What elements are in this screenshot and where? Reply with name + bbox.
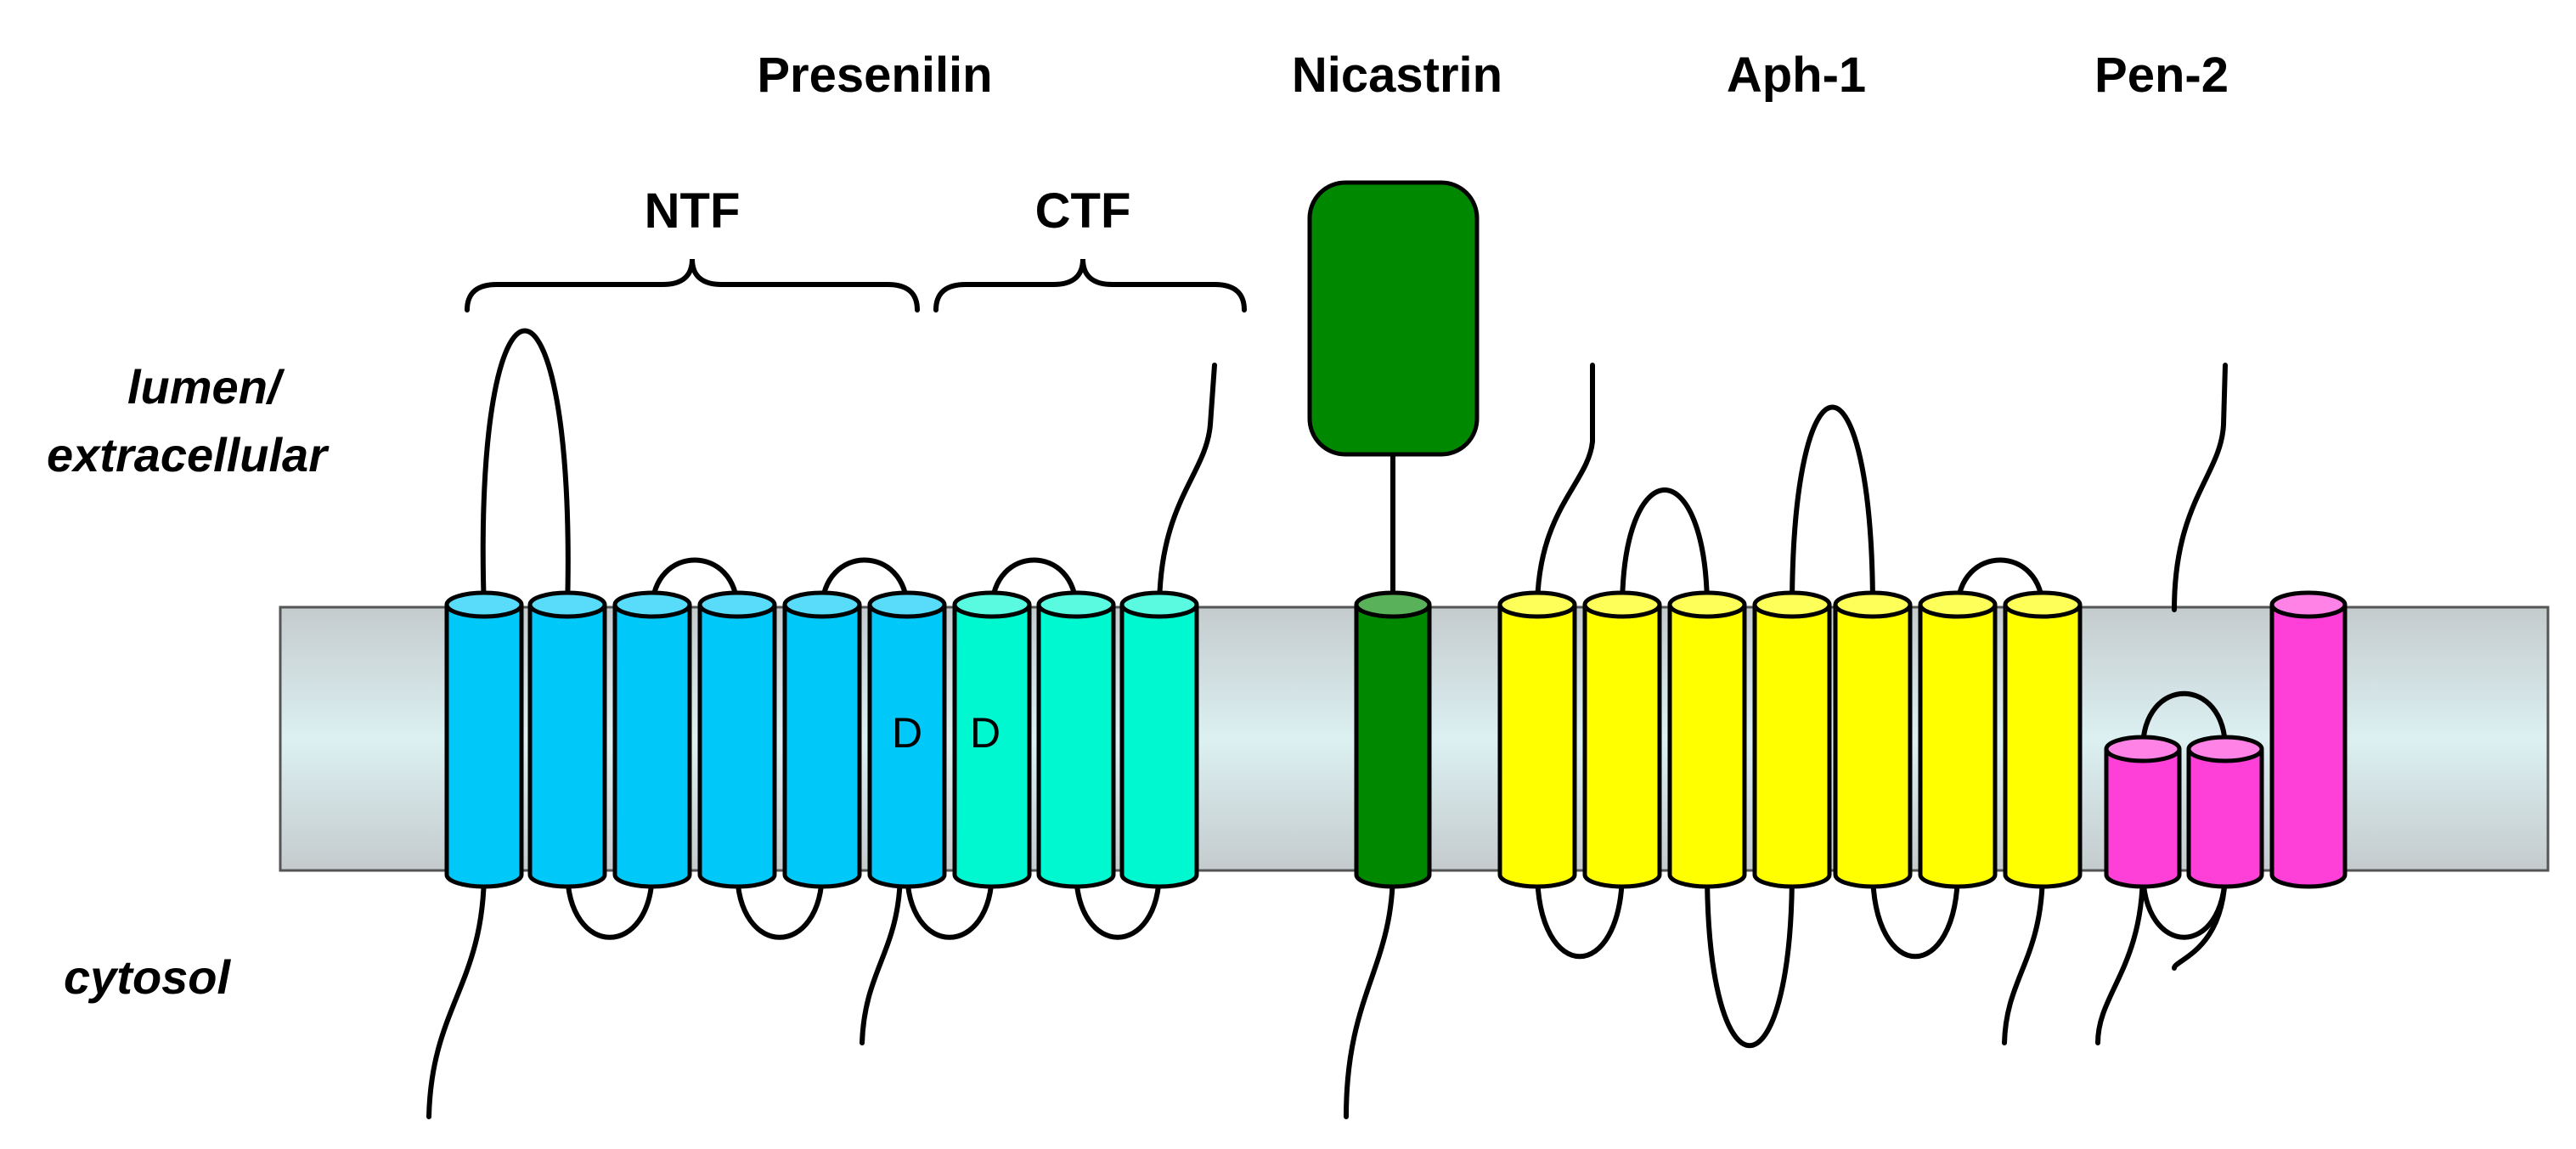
ctf-label: CTF <box>1035 183 1131 239</box>
ctf-brace <box>933 258 1247 313</box>
aph1-helix-5 <box>1833 590 1913 889</box>
lumen-label-line1: lumen/ <box>127 360 285 414</box>
presenilin-ntf-helix-6 <box>867 590 947 889</box>
pen2-helix-1 <box>2104 735 2182 889</box>
aph1-helix-2 <box>1582 590 1662 889</box>
presenilin-ctf-helix-3 <box>1119 590 1199 889</box>
presenilin-ntf-helix-1 <box>444 590 524 889</box>
transmembrane-helices <box>444 590 2348 889</box>
presenilin-loops <box>426 328 1217 1119</box>
nicastrin-helix <box>1354 590 1432 889</box>
aph1-helix-4 <box>1752 590 1832 889</box>
ntf-label: NTF <box>645 183 741 239</box>
aspartate-label-ctf: D <box>970 709 1001 757</box>
presenilin-ctf-helix-1 <box>952 590 1032 889</box>
presenilin-ntf-helix-4 <box>697 590 777 889</box>
pen2-label: Pen-2 <box>2094 48 2229 103</box>
presenilin-ctf-helix-2 <box>1036 590 1116 889</box>
lumen-label-line2: extracellular <box>47 428 330 482</box>
aph1-helix-3 <box>1667 590 1747 889</box>
nicastrin-loops <box>1344 452 1395 1119</box>
pen2-loops <box>2095 363 2228 1045</box>
nicastrin-label: Nicastrin <box>1292 48 1502 103</box>
presenilin-ntf-helix-2 <box>527 590 607 889</box>
aph1-helix-6 <box>1918 590 1998 889</box>
aph1-loops <box>1535 363 2045 1049</box>
presenilin-ntf-helix-3 <box>612 590 692 889</box>
pen2-helix-3 <box>2269 590 2348 889</box>
nicastrin-ectodomain <box>1307 180 1480 457</box>
aspartate-label-ntf: D <box>892 709 922 757</box>
ntf-brace <box>465 258 920 313</box>
cytosol-label: cytosol <box>64 950 231 1004</box>
aph1-helix-1 <box>1497 590 1577 889</box>
presenilin-label: Presenilin <box>757 48 992 103</box>
aph1-label: Aph-1 <box>1727 48 1866 103</box>
pen2-helix-2 <box>2186 735 2264 889</box>
presenilin-ntf-helix-5 <box>782 590 862 889</box>
aph1-helix-7 <box>2003 590 2083 889</box>
